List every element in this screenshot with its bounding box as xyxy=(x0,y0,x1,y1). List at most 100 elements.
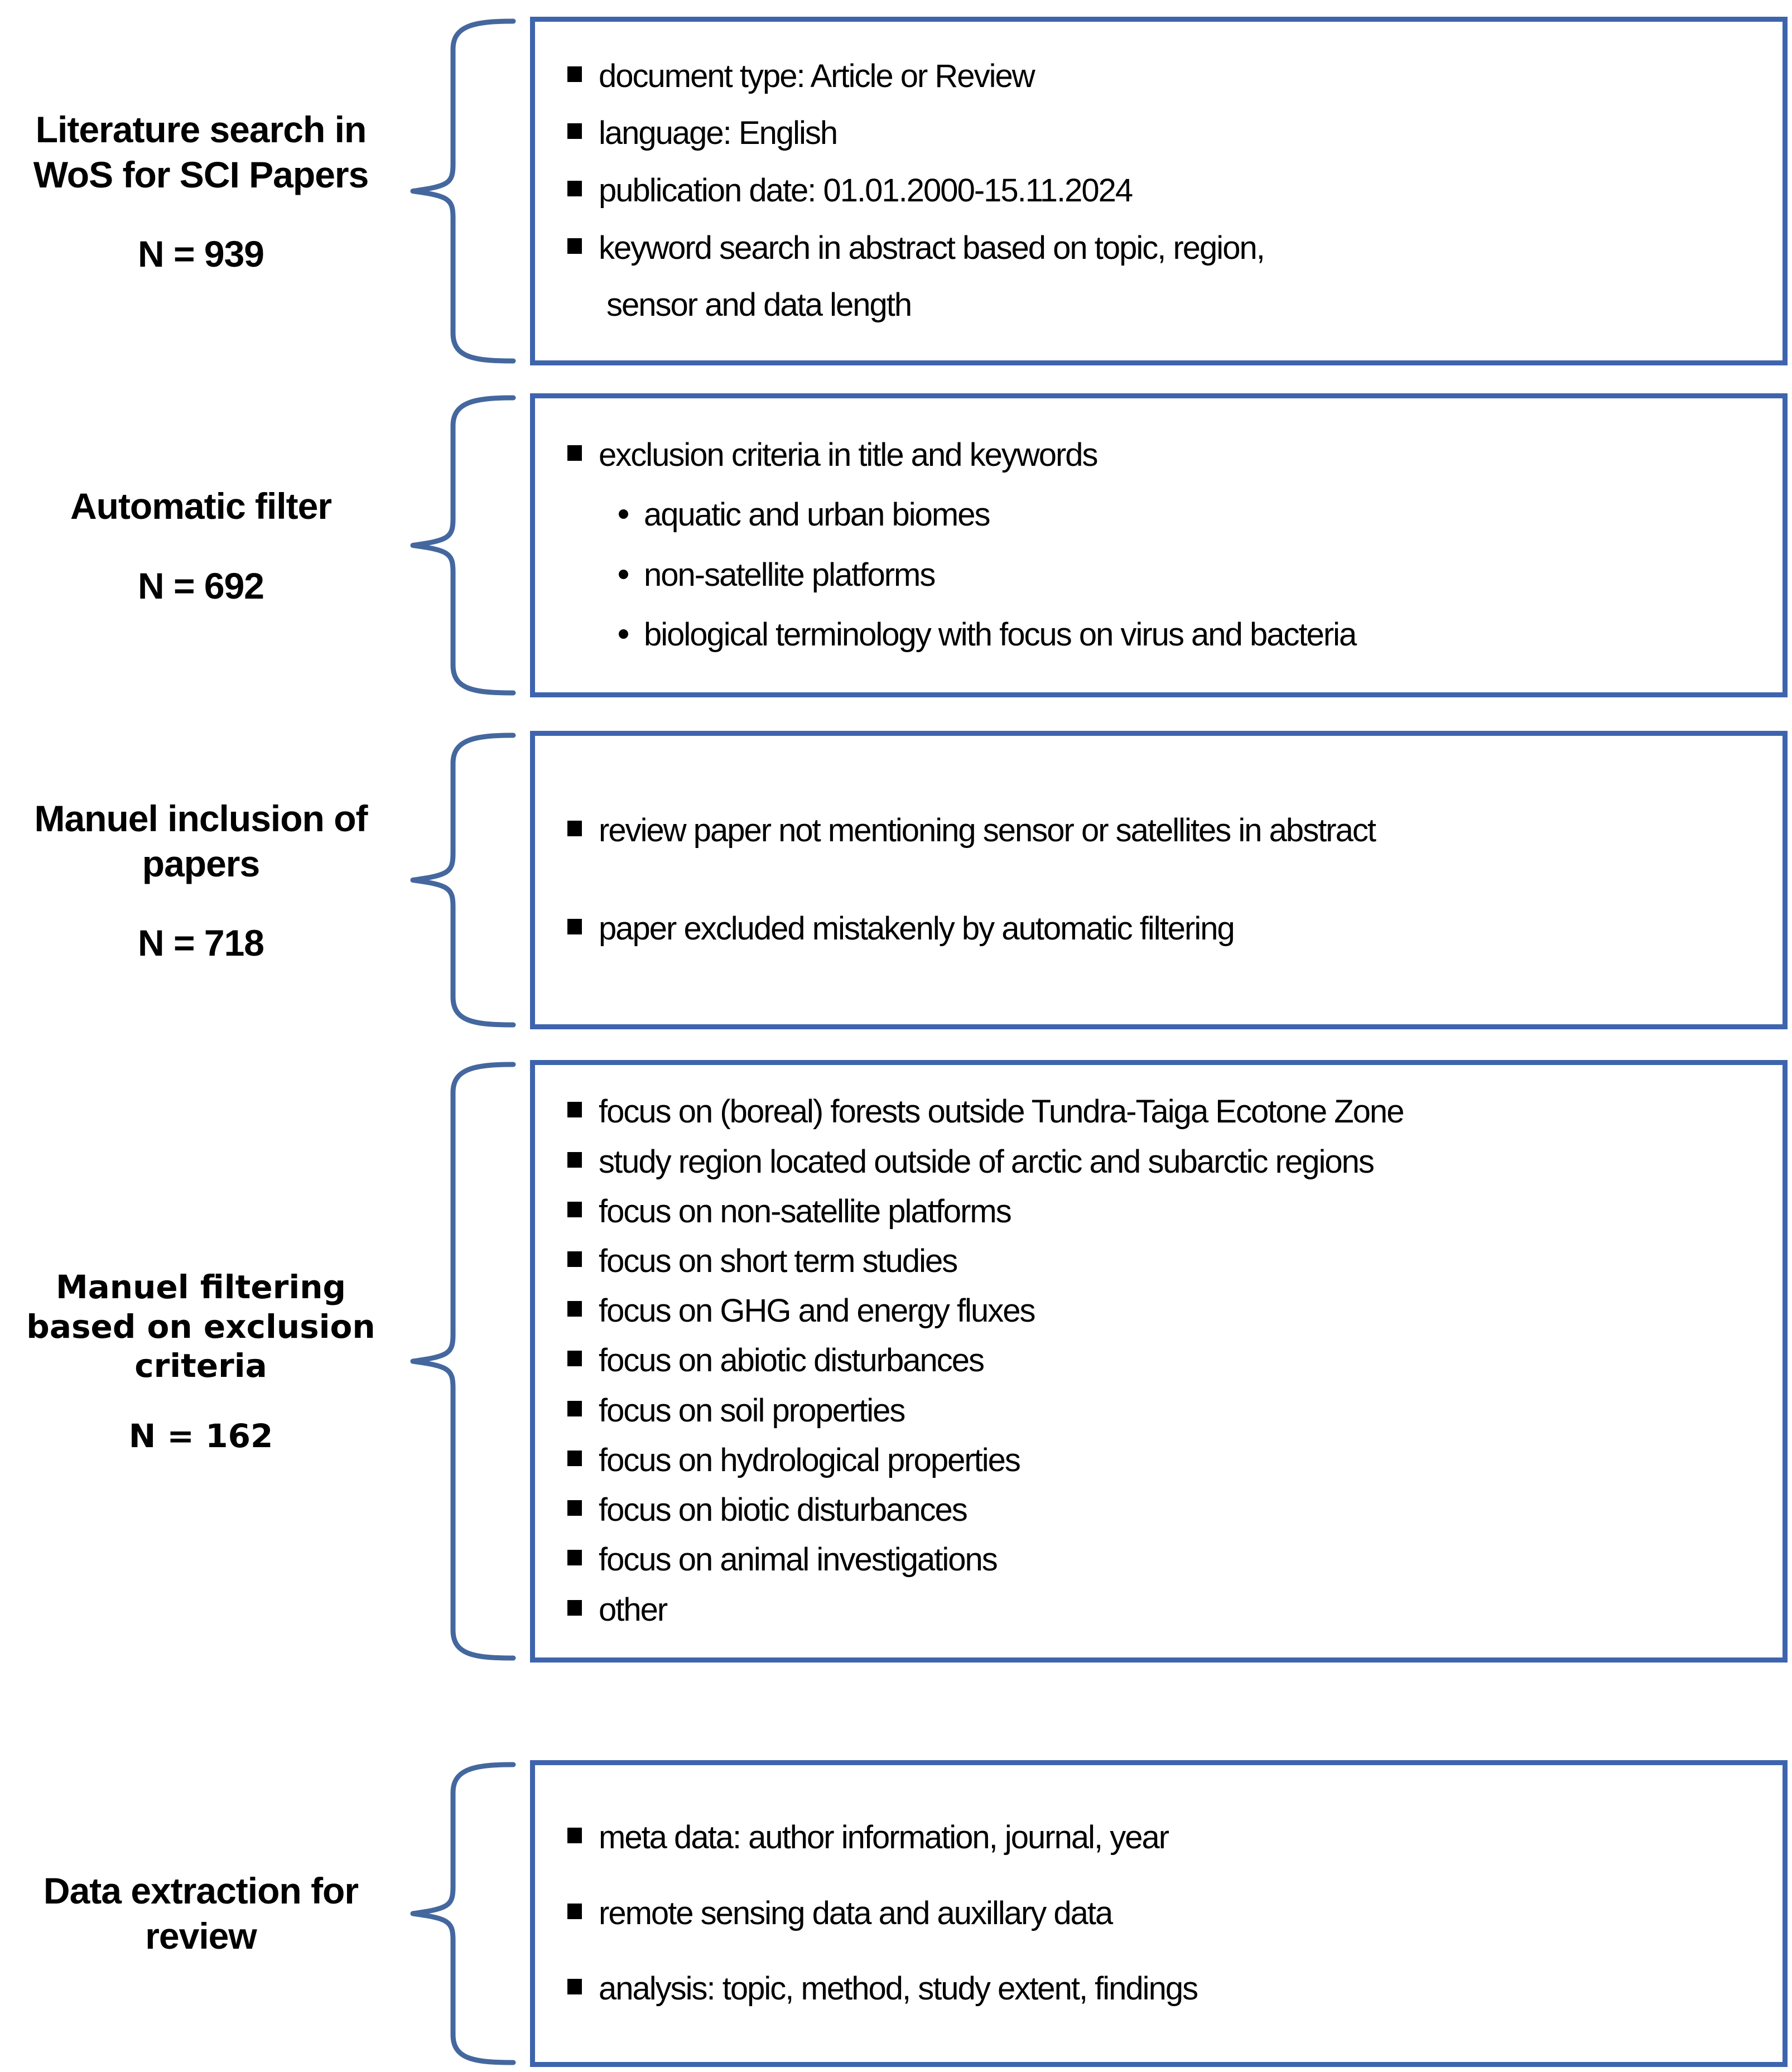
stage-label-line: Data extraction for xyxy=(43,1870,359,1912)
criteria-item: other xyxy=(567,1592,1766,1628)
square-bullet-icon xyxy=(567,66,582,82)
criteria-item: focus on short term studies xyxy=(567,1243,1766,1280)
criteria-item-text: study region located outside of arctic a… xyxy=(599,1143,1375,1180)
stage-row: Automatic filter N = 692 exclusion crite… xyxy=(0,393,1792,697)
criteria-item: focus on biotic disturbances xyxy=(567,1492,1766,1529)
criteria-list: meta data: author information, journal, … xyxy=(535,1765,1783,2062)
curly-brace-icon xyxy=(410,18,516,364)
criteria-list: review paper not mentioning sensor or sa… xyxy=(535,736,1783,1024)
criteria-item: analysis: topic, method, study extent, f… xyxy=(567,1970,1766,2007)
criteria-item: aquatic and urban biomes xyxy=(567,497,1766,533)
criteria-item: exclusion criteria in title and keywords xyxy=(567,437,1766,474)
square-bullet-icon xyxy=(567,181,582,197)
square-bullet-icon xyxy=(567,1351,582,1367)
criteria-item: remote sensing data and auxillary data xyxy=(567,1895,1766,1932)
curly-brace xyxy=(402,1060,530,1663)
criteria-item: focus on non-satellite platforms xyxy=(567,1193,1766,1230)
dot-bullet-icon xyxy=(619,569,628,579)
stage-count: N = 692 xyxy=(138,565,264,606)
curly-brace xyxy=(402,731,530,1029)
criteria-item-text: focus on non-satellite platforms xyxy=(599,1193,1012,1230)
curly-brace-icon xyxy=(410,1062,516,1661)
criteria-item-text: sensor and data length xyxy=(606,287,912,324)
square-bullet-icon xyxy=(567,445,582,461)
square-bullet-icon xyxy=(567,1251,582,1267)
criteria-list: exclusion criteria in title and keywords… xyxy=(535,398,1783,692)
criteria-item-text: aquatic and urban biomes xyxy=(644,497,990,533)
square-bullet-icon xyxy=(567,1599,582,1616)
criteria-item: meta data: author information, journal, … xyxy=(567,1819,1766,1856)
criteria-item-text: other xyxy=(599,1591,668,1628)
criteria-item-text: non-satellite platforms xyxy=(644,556,936,593)
square-bullet-icon xyxy=(567,918,582,934)
criteria-item: focus on animal investigations xyxy=(567,1541,1766,1578)
criteria-item-text: focus on soil properties xyxy=(599,1392,905,1429)
curly-brace-icon xyxy=(410,733,516,1028)
criteria-item-text: keyword search in abstract based on topi… xyxy=(599,229,1265,266)
curly-brace xyxy=(402,1760,530,2067)
stage-label-line: Literature search in xyxy=(35,108,367,150)
criteria-item-text: meta data: author information, journal, … xyxy=(599,1819,1169,1856)
square-bullet-icon xyxy=(567,1550,582,1566)
criteria-item-text: focus on abiotic disturbances xyxy=(599,1342,985,1379)
square-bullet-icon xyxy=(567,238,582,254)
criteria-item-text: focus on (boreal) forests outside Tundra… xyxy=(599,1093,1404,1130)
square-bullet-icon xyxy=(567,1151,582,1168)
criteria-item: non-satellite platforms xyxy=(567,557,1766,594)
criteria-item: paper excluded mistakenly by automatic f… xyxy=(567,910,1766,947)
criteria-item: document type: Article or Review xyxy=(567,57,1766,95)
stage-label-line: review xyxy=(145,1915,257,1957)
stage-label-line: criteria xyxy=(134,1347,267,1385)
criteria-item-text: document type: Article or Review xyxy=(599,57,1035,94)
stage-count: N = 718 xyxy=(138,922,264,964)
criteria-item-text: review paper not mentioning sensor or sa… xyxy=(599,812,1376,849)
criteria-item-text: exclusion criteria in title and keywords xyxy=(599,437,1099,474)
stage-label-line: Manuel filtering xyxy=(55,1268,346,1306)
criteria-item: biological terminology with focus on vir… xyxy=(567,616,1766,653)
criteria-item: study region located outside of arctic a… xyxy=(567,1144,1766,1180)
stage-count: N = 939 xyxy=(138,233,264,275)
stage-count: N = 162 xyxy=(128,1417,273,1456)
square-bullet-icon xyxy=(567,1500,582,1516)
stage-label-line: Manuel inclusion of xyxy=(34,797,368,839)
criteria-item-text: focus on hydrological properties xyxy=(599,1442,1021,1478)
criteria-box: review paper not mentioning sensor or sa… xyxy=(530,731,1788,1029)
curly-brace-icon xyxy=(410,395,516,696)
criteria-item: publication date: 01.01.2000-15.11.2024 xyxy=(567,172,1766,209)
stage-label-text: Automatic filter xyxy=(70,484,332,529)
criteria-item-text: remote sensing data and auxillary data xyxy=(599,1895,1113,1931)
criteria-box: focus on (boreal) forests outside Tundra… xyxy=(530,1060,1788,1663)
square-bullet-icon xyxy=(567,1201,582,1217)
criteria-box: meta data: author information, journal, … xyxy=(530,1760,1788,2067)
criteria-item: focus on (boreal) forests outside Tundra… xyxy=(567,1093,1766,1130)
curly-brace-icon xyxy=(410,1762,516,2065)
square-bullet-icon xyxy=(567,1903,582,1919)
curly-brace xyxy=(402,393,530,697)
criteria-item: focus on GHG and energy fluxes xyxy=(567,1293,1766,1329)
stage-label-line: based on exclusion xyxy=(26,1307,375,1346)
criteria-item: focus on soil properties xyxy=(567,1392,1766,1429)
square-bullet-icon xyxy=(567,821,582,837)
square-bullet-icon xyxy=(567,123,582,139)
dot-bullet-icon xyxy=(619,629,628,639)
criteria-item-text: paper excluded mistakenly by automatic f… xyxy=(599,910,1235,947)
criteria-item-text: focus on GHG and energy fluxes xyxy=(599,1293,1035,1329)
criteria-list: focus on (boreal) forests outside Tundra… xyxy=(535,1065,1783,1657)
criteria-item: review paper not mentioning sensor or sa… xyxy=(567,812,1766,849)
square-bullet-icon xyxy=(567,1102,582,1118)
criteria-box: exclusion criteria in title and keywords… xyxy=(530,393,1788,697)
criteria-item-text: focus on biotic disturbances xyxy=(599,1492,968,1529)
square-bullet-icon xyxy=(567,1450,582,1466)
